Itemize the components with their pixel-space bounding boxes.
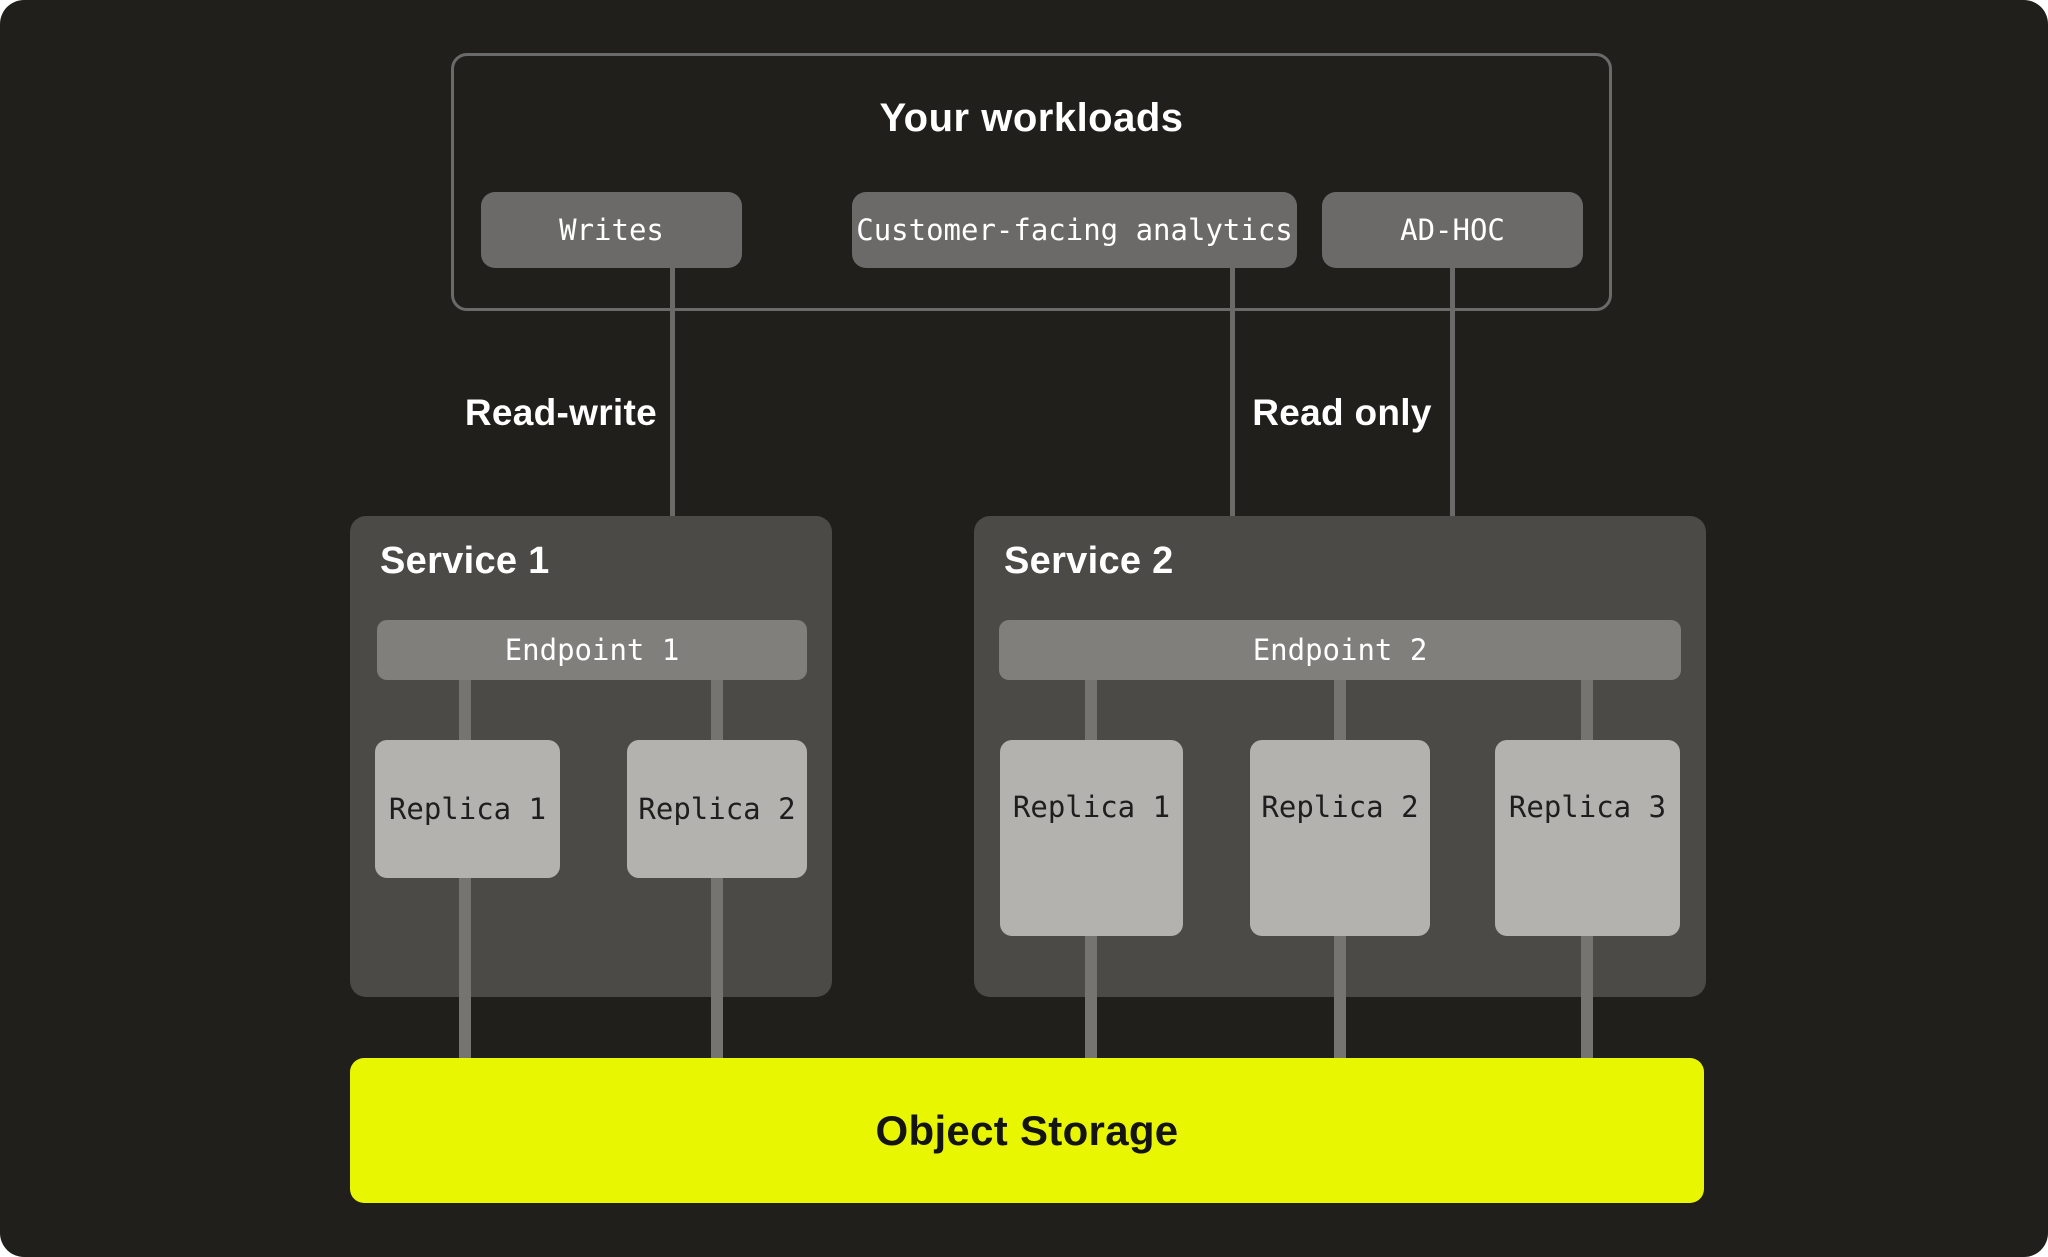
object-storage-label: Object Storage [875,1106,1179,1154]
object-storage-bar: Object Storage [350,1058,1704,1203]
endpoint-1-node: Endpoint 1 [377,620,807,680]
connector-writes-to-endpoint1 [670,268,675,590]
service1-replica-2-node: Replica 2 [627,740,807,878]
workload-node-analytics: Customer-facing analytics [852,192,1297,268]
service2-replica-2-node: Replica 2 [1250,740,1430,936]
service1-replica-1-node: Replica 1 [375,740,560,878]
connector-adhoc-to-endpoint2 [1450,268,1455,590]
workload-node-adhoc: AD-HOC [1322,192,1583,268]
workload-node-writes: Writes [481,192,742,268]
service2-replica-3-node: Replica 3 [1495,740,1680,936]
service2-replica-1-node: Replica 1 [1000,740,1183,936]
connector-analytics-to-endpoint2 [1230,268,1235,590]
edge-label-read-write: Read-write [464,392,657,433]
endpoint-2-node: Endpoint 2 [999,620,1681,680]
service-2-title: Service 2 [1004,540,1174,582]
edge-label-read-only: Read only [1252,392,1432,433]
service-1-title: Service 1 [380,540,550,582]
workloads-title: Your workloads [879,96,1184,140]
workloads-group-box [451,53,1612,311]
